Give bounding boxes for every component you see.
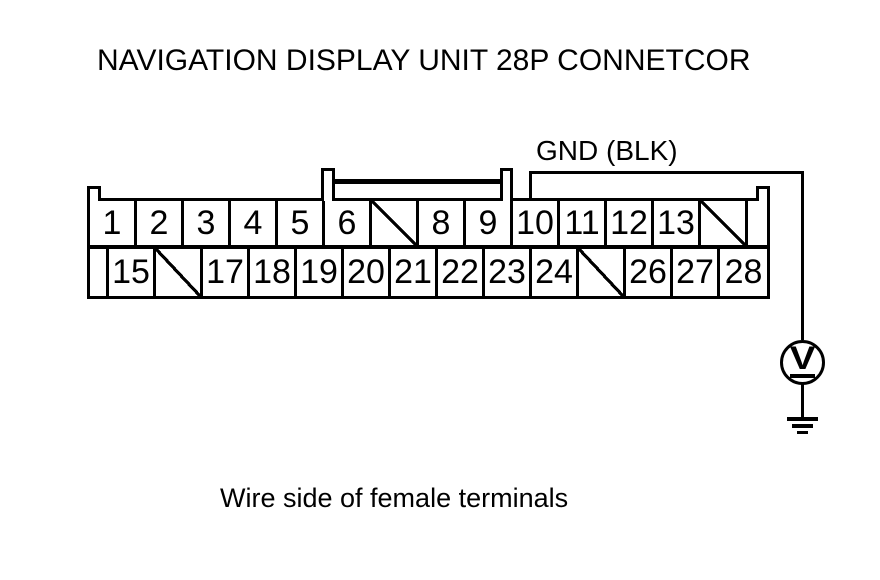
pin-cell-unused (701, 201, 748, 245)
pin-cell-23: 23 (485, 249, 532, 296)
wire-to-ground (801, 383, 804, 419)
pin-cell-9: 9 (466, 201, 513, 245)
pin-cell-8: 8 (419, 201, 466, 245)
voltmeter-symbol: V (780, 340, 825, 385)
pin-cell-18: 18 (250, 249, 297, 296)
connector-latch-tab-left (321, 168, 335, 201)
ground-symbol-line-2 (792, 424, 813, 428)
pin-cell-blank (90, 249, 109, 296)
pin-cell-21: 21 (391, 249, 438, 296)
pin-cell-15: 15 (109, 249, 156, 296)
pin-cell-20: 20 (344, 249, 391, 296)
diagram-title: NAVIGATION DISPLAY UNIT 28P CONNETCOR (97, 44, 751, 77)
pin-cell-5: 5 (278, 201, 325, 245)
pin-cell-26: 26 (626, 249, 673, 296)
pin-cell-27: 27 (673, 249, 720, 296)
voltmeter-letter: V (789, 340, 816, 376)
pin-cell-13: 13 (654, 201, 701, 245)
gnd-wire-drop (801, 171, 804, 340)
pin-cell-28: 28 (720, 249, 767, 296)
pin-cell-2: 2 (137, 201, 184, 245)
gnd-wire-horizontal (529, 171, 804, 174)
connector-latch-bridge (333, 179, 503, 184)
gnd-wire-riser (529, 171, 532, 201)
ground-symbol-line-1 (787, 417, 818, 421)
pin-cell-unused (156, 249, 203, 296)
pin-cell-unused (372, 201, 419, 245)
pin-cell-6: 6 (325, 201, 372, 245)
diagram-caption: Wire side of female terminals (220, 483, 569, 513)
pin-cell-10: 10 (513, 201, 560, 245)
pin-cell-3: 3 (184, 201, 231, 245)
pin-cell-unused (579, 249, 626, 296)
ground-symbol-line-3 (797, 431, 808, 434)
connector-corner-tab-right (756, 186, 770, 201)
pin-cell-11: 11 (560, 201, 607, 245)
gnd-wire-label: GND (BLK) (536, 135, 678, 166)
voltmeter-baseline (790, 374, 815, 378)
pin-cell-1: 1 (90, 201, 137, 245)
pin-cell-4: 4 (231, 201, 278, 245)
connector-latch-tab-right (500, 168, 513, 201)
pin-cell-17: 17 (203, 249, 250, 296)
pin-cell-24: 24 (532, 249, 579, 296)
pin-cell-12: 12 (607, 201, 654, 245)
connector-corner-tab-left (87, 186, 101, 201)
pin-cell-19: 19 (297, 249, 344, 296)
pin-cell-22: 22 (438, 249, 485, 296)
pin-cell-blank (748, 201, 767, 245)
